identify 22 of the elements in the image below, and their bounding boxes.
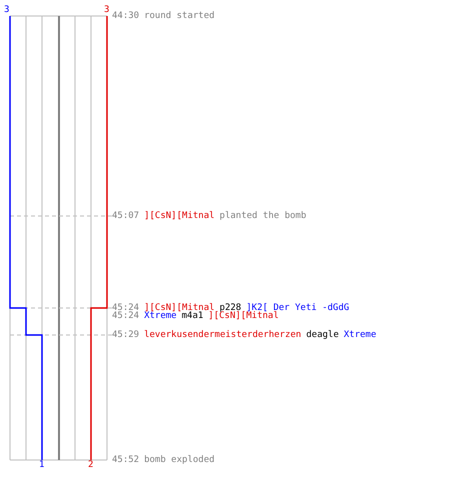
- event-text: planted the bomb: [220, 211, 306, 221]
- weapon-name: p228: [220, 303, 242, 313]
- weapon-name: deagle: [306, 330, 339, 340]
- player-count: 1: [39, 460, 44, 470]
- player-name: Xtreme: [344, 330, 376, 340]
- event-text: round started: [144, 11, 215, 21]
- player-name: leverkusendermeisterderherzen: [144, 330, 302, 340]
- timestamp: 45:07: [112, 211, 140, 221]
- player-name: ][CsN][Mitnal: [144, 211, 215, 221]
- timestamp: 45:29: [112, 330, 140, 340]
- timestamp: 44:30: [112, 11, 140, 21]
- player-name: Xtreme: [144, 311, 177, 321]
- player-count: 3: [104, 5, 110, 15]
- timestamp: 45:24: [112, 303, 140, 313]
- player-count: 2: [88, 460, 94, 470]
- player-name: ][CsN][Mitnal: [144, 303, 215, 313]
- timestamp: 45:24: [112, 311, 140, 321]
- weapon-name: m4a1: [182, 311, 204, 321]
- player-count: 3: [4, 5, 10, 15]
- event-text: bomb exploded: [144, 455, 215, 465]
- player-name: ][CsN][Mitnal: [208, 311, 279, 321]
- timestamp: 45:52: [112, 455, 140, 465]
